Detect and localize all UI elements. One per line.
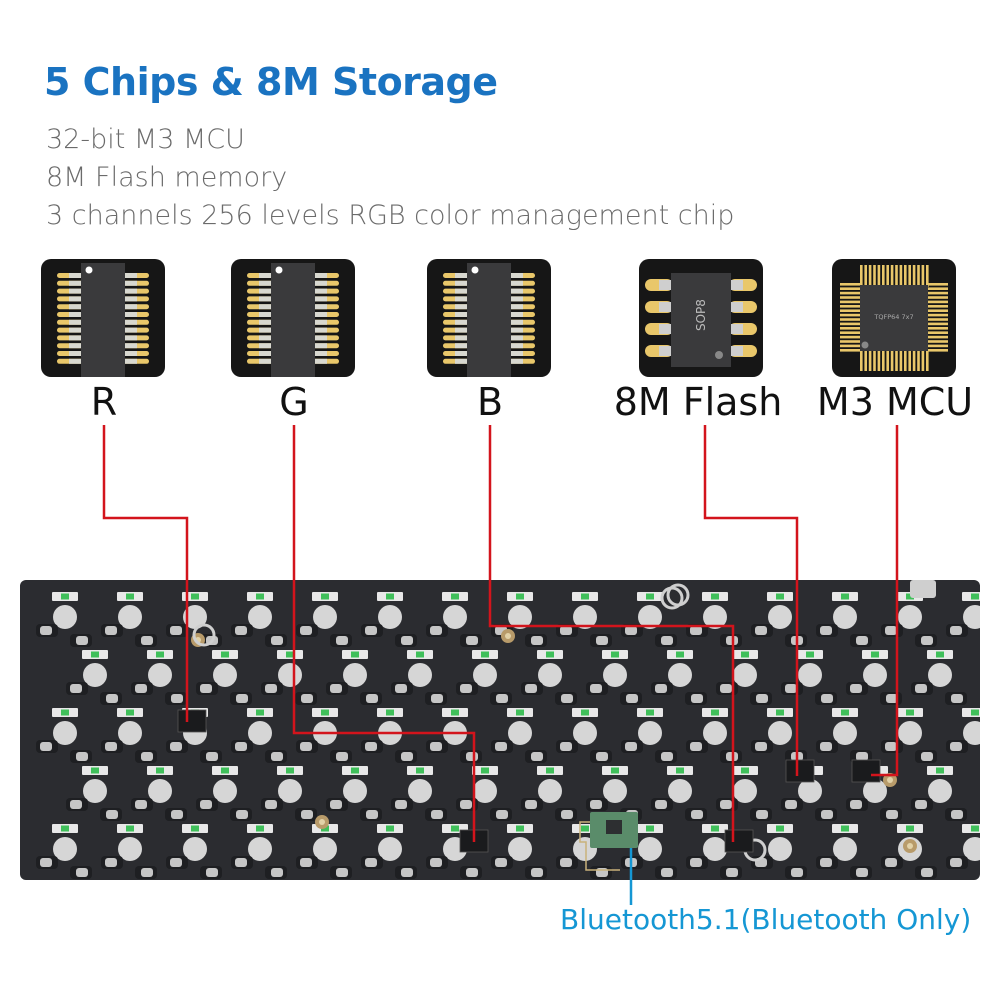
key-switch-footprint: [491, 708, 547, 763]
key-switch-footprint: [946, 708, 980, 753]
key-switch-footprint: [36, 592, 92, 647]
key-switch-footprint: [556, 592, 612, 647]
chip-label-g: G: [279, 380, 309, 424]
key-switch-footprint: [391, 766, 447, 821]
key-switch-footprint: [456, 766, 512, 821]
key-switch-footprint: [816, 824, 872, 879]
feature-rgb: 3 channels 256 levels RGB color manageme…: [46, 200, 735, 231]
key-switch-footprint: [261, 766, 317, 821]
key-switch-footprint: [231, 824, 287, 879]
key-switch-footprint: [361, 592, 417, 647]
key-switch-footprint: [521, 766, 577, 821]
chip-label-r: R: [90, 380, 118, 424]
chip-g: [231, 259, 355, 377]
key-switch-footprint: [751, 824, 807, 879]
key-switch-footprint: [231, 708, 287, 763]
key-switch-footprint: [946, 824, 980, 869]
key-switch-footprint: [911, 766, 967, 821]
key-switch-footprint: [66, 766, 122, 821]
key-switch-footprint: [296, 592, 352, 647]
ic-footprint: [177, 709, 207, 733]
key-switch-footprint: [101, 824, 157, 879]
chip-r: [41, 259, 165, 377]
key-switch-footprint: [326, 650, 382, 705]
key-switch-footprint: [131, 766, 187, 821]
key-switch-footprint: [881, 592, 937, 647]
key-switch-footprint: [131, 650, 187, 705]
key-switch-footprint: [391, 650, 447, 705]
sop-chip-icon: [247, 263, 339, 377]
key-switch-footprint: [166, 824, 222, 879]
key-switch-footprint: [881, 708, 937, 763]
key-switch-footprint: [261, 650, 317, 705]
key-switch-footprint: [881, 824, 937, 879]
feature-mcu: 32-bit M3 MCU: [46, 124, 245, 155]
key-switch-footprint: [231, 592, 287, 647]
key-switch-footprint: [36, 824, 92, 879]
tqfp-chip-icon: TQFP64 7x7: [840, 265, 948, 371]
key-switch-footprint: [456, 650, 512, 705]
sop8-marking: SOP8: [694, 299, 708, 331]
bluetooth-label: Bluetooth5.1(Bluetooth Only): [560, 903, 972, 936]
key-switch-footprint: [196, 766, 252, 821]
chip-flash: SOP8: [639, 259, 763, 377]
chip-label-b: B: [476, 380, 504, 424]
chip-label-flash: 8M Flash: [613, 380, 783, 424]
key-switch-footprint: [101, 708, 157, 763]
sop8-chip-icon: SOP8: [645, 273, 757, 367]
key-switch-footprint: [946, 592, 980, 637]
key-switch-footprint: [361, 708, 417, 763]
ic-footprint: [851, 759, 881, 783]
key-switch-footprint: [66, 650, 122, 705]
keyboard-pcb: [20, 580, 980, 880]
feature-flash: 8M Flash memory: [46, 162, 288, 193]
key-switch-footprint: [846, 650, 902, 705]
key-switch-footprint: [781, 650, 837, 705]
key-switch-footprint: [426, 708, 482, 763]
key-switch-footprint: [296, 824, 352, 879]
key-switch-footprint: [686, 708, 742, 763]
key-switch-footprint: [751, 708, 807, 763]
key-switch-footprint: [426, 592, 482, 647]
ic-footprint: [724, 829, 754, 853]
ic-footprint: [459, 829, 489, 853]
key-switch-footprint: [621, 708, 677, 763]
page-title: 5 Chips & 8M Storage: [44, 60, 498, 104]
key-switch-footprint: [781, 766, 837, 821]
chip-mcu: TQFP64 7x7: [832, 259, 956, 377]
usb-c-port: [910, 580, 936, 598]
key-switch-footprint: [911, 650, 967, 705]
key-switch-footprint: [686, 592, 742, 647]
key-switch-footprint: [361, 824, 417, 879]
key-switch-footprint: [716, 766, 772, 821]
key-switch-footprint: [196, 650, 252, 705]
pcb-illustration: [36, 580, 980, 879]
key-switch-footprint: [491, 824, 547, 879]
key-switch-footprint: [816, 592, 872, 647]
sop-chip-icon: [57, 263, 149, 377]
key-switch-footprint: [816, 708, 872, 763]
key-switch-footprint: [491, 592, 547, 647]
key-switch-footprint: [521, 650, 577, 705]
key-switch-footprint: [326, 766, 382, 821]
key-switch-footprint: [651, 650, 707, 705]
key-switch-footprint: [556, 708, 612, 763]
chip-b: [427, 259, 551, 377]
key-switch-footprint: [716, 650, 772, 705]
key-switch-footprint: [751, 592, 807, 647]
key-switch-footprint: [296, 708, 352, 763]
key-switch-footprint: [101, 592, 157, 647]
sop-chip-icon: [443, 263, 535, 377]
ic-footprint: [785, 759, 815, 783]
key-switch-footprint: [651, 766, 707, 821]
tqfp-marking: TQFP64 7x7: [873, 313, 913, 321]
key-switch-footprint: [586, 650, 642, 705]
chip-label-mcu: M3 MCU: [816, 380, 974, 424]
key-switch-footprint: [36, 708, 92, 763]
